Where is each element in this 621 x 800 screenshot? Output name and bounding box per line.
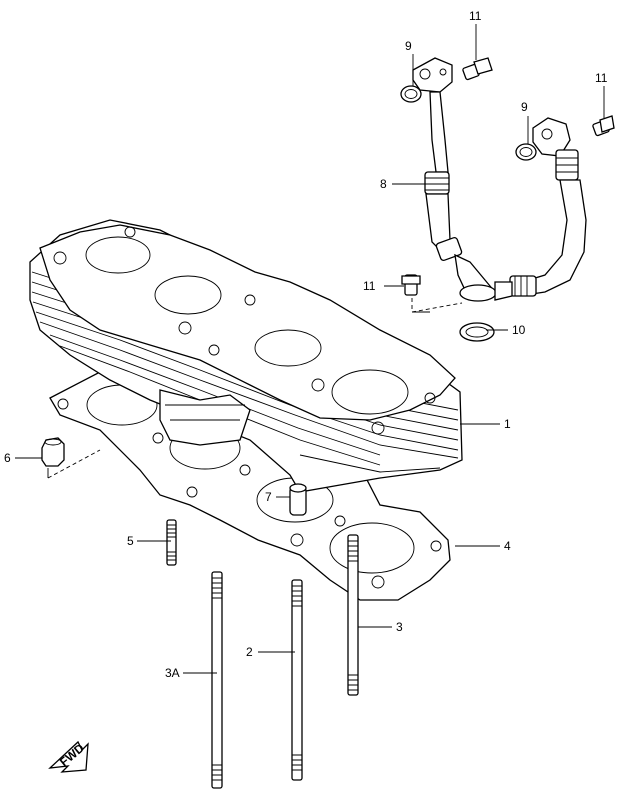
- o-ring-left: [400, 85, 422, 103]
- callout-11-right: 11: [595, 71, 608, 85]
- callout-3: 3: [396, 620, 403, 634]
- cylinder-block: [29, 219, 463, 493]
- union-bolt-top: [462, 57, 493, 81]
- callout-8: 8: [380, 177, 387, 191]
- leader-lines: [15, 24, 605, 674]
- stud-3: [347, 534, 359, 696]
- union-bolt-right: [592, 115, 615, 137]
- callout-1: 1: [504, 417, 511, 431]
- cap-nut: [41, 437, 101, 479]
- callout-9-left: 9: [405, 39, 412, 53]
- callout-7: 7: [265, 490, 272, 504]
- callout-labels: 1 2 3 3A 4 5 6 7 8 9 9 10 11 11 11: [4, 9, 608, 680]
- callout-5: 5: [127, 534, 134, 548]
- union-gasket: [459, 322, 495, 342]
- stud-short: [166, 519, 177, 566]
- callout-2: 2: [246, 645, 253, 659]
- callout-3a: 3A: [165, 666, 180, 680]
- callout-6: 6: [4, 451, 11, 465]
- callout-11-mid: 11: [363, 279, 376, 293]
- callout-11-top: 11: [469, 9, 482, 23]
- dowel-pin: [289, 483, 307, 516]
- union-bolt-mid: [401, 274, 463, 313]
- o-ring-right: [515, 143, 537, 161]
- oil-hose-assembly: [412, 57, 587, 302]
- callout-4: 4: [504, 539, 511, 553]
- stud-2: [291, 579, 303, 781]
- callout-9-right: 9: [521, 100, 528, 114]
- forward-arrow-icon: FWD: [48, 741, 89, 773]
- callout-10: 10: [512, 323, 526, 337]
- stud-3a: [211, 571, 223, 789]
